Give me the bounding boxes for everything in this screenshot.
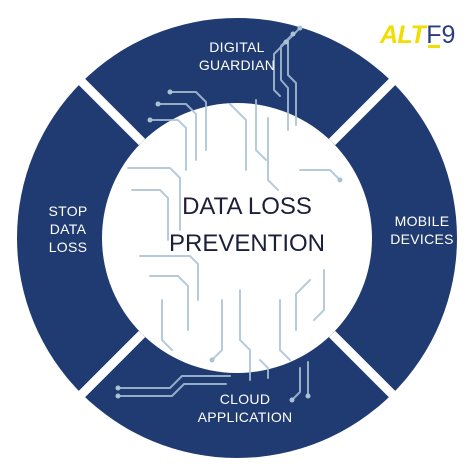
segment-label-mobile-devices: MOBILE DEVICES [390,213,454,247]
segment-label-digital-guardian: DIGITAL GUARDIAN [198,39,276,73]
center-title: DATA LOSS PREVENTION [168,193,326,257]
segment-label-stop-data-loss: STOP DATA LOSS [48,203,88,255]
logo-alt-text: ALT [380,21,426,49]
circuit-traces [117,27,341,401]
logo-underscore [428,45,440,48]
segment-label-cloud-application: CLOUD APPLICATION [197,391,293,425]
logo-f9-text: F9 [426,21,456,49]
circuit-nodes [115,25,343,403]
segment-separators [73,73,401,403]
